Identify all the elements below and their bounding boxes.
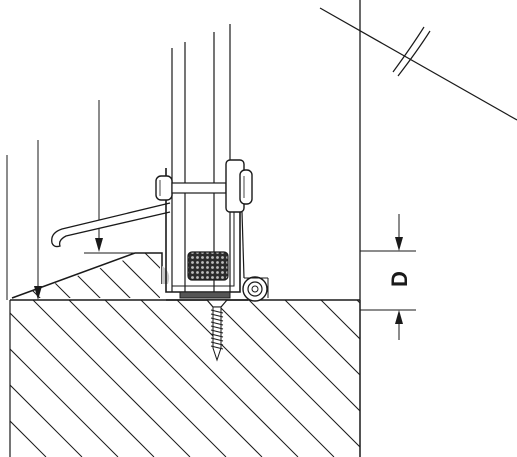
- floor-hatch-line: [104, 300, 263, 457]
- screw-thread-line: [210, 325, 224, 330]
- ramp-hatch-line: [79, 248, 133, 298]
- break-mark-1: [392, 26, 425, 73]
- anchor-screw: [205, 299, 229, 362]
- break-mark-2: [397, 30, 431, 77]
- floor-hatch-line: [356, 300, 360, 304]
- base-plate: [179, 291, 231, 299]
- ramp-hatch-line: [109, 248, 160, 298]
- floor-hatch-line: [10, 312, 155, 457]
- ramp-hatch-line: [12, 248, 43, 298]
- clamp-bolt: [155, 159, 253, 213]
- screw-thread-line: [210, 341, 224, 346]
- floor-hatch-line: [68, 300, 227, 457]
- bolt-head-left: [155, 175, 173, 201]
- screw-thread-line: [210, 321, 224, 326]
- screw-thread-line: [210, 337, 224, 342]
- bolt-nut: [239, 169, 253, 205]
- lever-arm: [51, 202, 171, 248]
- floor-hatch-line: [429, 300, 517, 457]
- floor-hatch-line: [140, 300, 299, 457]
- clamp-channel-inner: [171, 180, 235, 287]
- dim-arrow-bottom: [395, 310, 403, 324]
- door-leaf-line: [319, 7, 517, 121]
- floor-hatch-line: [393, 300, 517, 457]
- screw-thread-line: [210, 317, 224, 322]
- dimension-label: D: [387, 271, 412, 287]
- floor-hatch-line: [10, 420, 47, 457]
- floor-hatch-line: [10, 348, 119, 457]
- floor-hatch-line: [176, 300, 335, 457]
- ramp-hatch-line: [12, 248, 13, 298]
- hinge-roller: [241, 211, 269, 302]
- ramp-level-arrowhead: [95, 238, 103, 252]
- dimension-d: D: [360, 214, 416, 340]
- floor-hatch-line: [465, 300, 517, 457]
- floor-section: [9, 299, 517, 457]
- bolt-shank: [171, 182, 227, 194]
- screw-thread-line: [210, 313, 224, 318]
- screw-thread: [210, 309, 224, 350]
- lever-handle: [51, 202, 171, 248]
- floor-hatch-line: [320, 300, 360, 340]
- seal-insert: [187, 251, 229, 281]
- floor-hatch-line: [501, 300, 517, 457]
- screw-thread-line: [210, 309, 224, 314]
- floor-hatch-line: [10, 456, 11, 457]
- screw-thread-line: [210, 333, 224, 338]
- floor-hatch-line: [284, 300, 360, 376]
- screw-thread-line: [210, 329, 224, 334]
- level-pointers: [6, 100, 103, 300]
- floor-hatch-line: [10, 384, 83, 457]
- floor-level-arrowhead: [34, 286, 42, 300]
- floor-hatch: [10, 300, 517, 457]
- screw-head: [205, 299, 229, 308]
- wall-jamb: [319, 0, 517, 300]
- roller-axle: [251, 285, 259, 293]
- ramp-hatch-line: [139, 248, 160, 298]
- ramp-outline: [11, 252, 163, 299]
- floor-hatch-line: [212, 300, 360, 448]
- hinge-arm: [241, 211, 245, 279]
- screw-thread-line: [210, 345, 224, 350]
- dim-arrow-top: [395, 237, 403, 251]
- floor-hatch-line: [32, 300, 191, 457]
- clamp-body: [165, 168, 248, 301]
- floor-hatch-line: [248, 300, 360, 412]
